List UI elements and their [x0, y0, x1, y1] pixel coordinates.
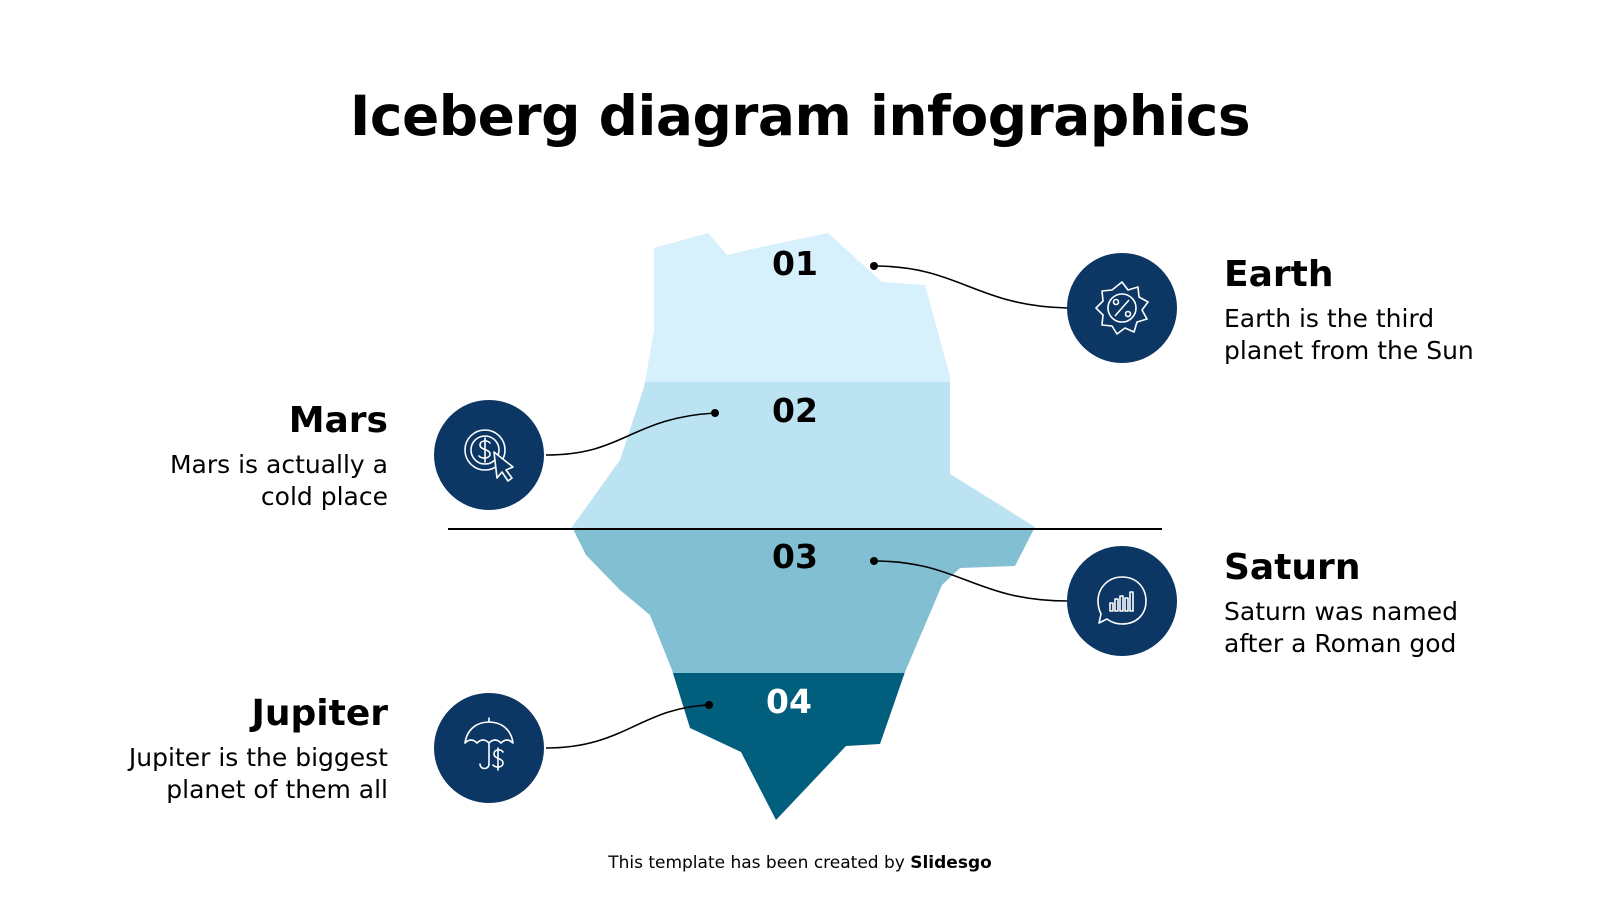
item-mars: Mars Mars is actually a cold place	[68, 399, 388, 513]
item-jupiter-desc-line1: Jupiter is the biggest	[128, 743, 388, 772]
dollar-coin-cursor-icon	[434, 400, 544, 510]
chart-speech-bubble-icon	[1067, 546, 1177, 656]
page-title: Iceberg diagram infographics	[349, 84, 1251, 148]
item-earth-desc: Earth is the third planet from the Sun	[1224, 303, 1544, 367]
item-mars-desc-line2: cold place	[260, 482, 388, 511]
percent-badge-icon	[1067, 253, 1177, 363]
item-saturn-title: Saturn	[1224, 547, 1361, 588]
item-jupiter-title: Jupiter	[251, 693, 388, 734]
item-mars-desc: Mars is actually a cold place	[68, 449, 388, 513]
item-earth-desc-line2: planet from the Sun	[1224, 336, 1474, 365]
item-earth-desc-line1: Earth is the third	[1224, 304, 1435, 333]
layer-number-01: 01	[772, 244, 818, 283]
connector-saturn	[873, 560, 1069, 602]
layer-number-04: 04	[766, 682, 812, 721]
item-saturn-desc-line1: Saturn was named	[1224, 597, 1458, 626]
connector-mars	[545, 412, 716, 456]
footer-brand-link[interactable]: Slidesgo	[910, 853, 992, 873]
iceberg	[572, 233, 1035, 820]
item-saturn-desc-line2: after a Roman god	[1224, 629, 1457, 658]
item-saturn: Saturn Saturn was named after a Roman go…	[1224, 546, 1544, 660]
connector-jupiter	[545, 704, 710, 749]
item-jupiter-desc: Jupiter is the biggest planet of them al…	[68, 742, 388, 806]
item-jupiter-desc-line2: planet of them all	[166, 775, 388, 804]
footer-prefix: This template has been created by	[608, 853, 905, 873]
layer-number-03: 03	[772, 537, 818, 576]
item-earth: Earth Earth is the third planet from the…	[1224, 253, 1544, 367]
item-mars-desc-line1: Mars is actually a	[169, 450, 388, 479]
item-earth-title: Earth	[1224, 254, 1334, 295]
layer-number-02: 02	[772, 391, 818, 430]
connector-earth	[873, 265, 1069, 309]
item-mars-title: Mars	[288, 400, 388, 441]
item-saturn-desc: Saturn was named after a Roman god	[1224, 596, 1544, 660]
footer-credit: This template has been created by Slides…	[0, 853, 1600, 873]
connector-dot-mars	[711, 409, 719, 417]
connector-dot-jupiter	[705, 701, 713, 709]
connector-dot-earth	[870, 262, 878, 270]
item-jupiter: Jupiter Jupiter is the biggest planet of…	[68, 692, 388, 806]
connector-dot-saturn	[870, 557, 878, 565]
umbrella-dollar-icon	[434, 693, 544, 803]
